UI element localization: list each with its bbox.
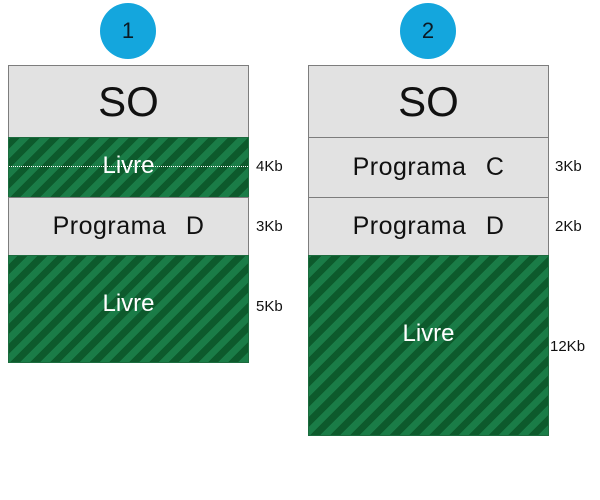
program-d-block: Programa D [308,197,549,256]
size-label-free-bottom: 5Kb [256,298,283,315]
step-2-number: 2 [421,18,435,43]
size-label-program-d: 2Kb [555,218,582,235]
free-label-bottom: Livre [102,290,155,317]
size-label-free-top: 4Kb [256,158,283,175]
free-block-top: Livre [8,137,249,198]
free-block-bottom: Livre [8,255,249,363]
free-block: Livre [308,255,549,436]
memory-diagram-2: SO Programa C Programa D Livre [308,65,549,436]
program-c-label: Programa C [352,153,505,181]
free-label: Livre [402,320,455,347]
program-c-block: Programa C [308,137,549,198]
program-d-label: Programa D [52,212,205,240]
step-1-number: 1 [121,18,135,43]
step-2-badge: 2 [400,3,456,59]
step-1-badge: 1 [100,3,156,59]
os-label: SO [398,77,459,125]
program-d-label: Programa D [352,212,505,240]
size-label-program-c: 3Kb [555,158,582,175]
os-label: SO [98,77,159,125]
dotted-divider [9,166,248,167]
os-block: SO [308,65,549,138]
free-label-top: Livre [102,152,155,179]
size-label-free: 12Kb [550,338,586,355]
size-label-program-d: 3Kb [256,218,283,235]
os-block: SO [8,65,249,138]
memory-diagram-1: SO Livre Programa D Livre [8,65,249,363]
program-d-block: Programa D [8,197,249,256]
